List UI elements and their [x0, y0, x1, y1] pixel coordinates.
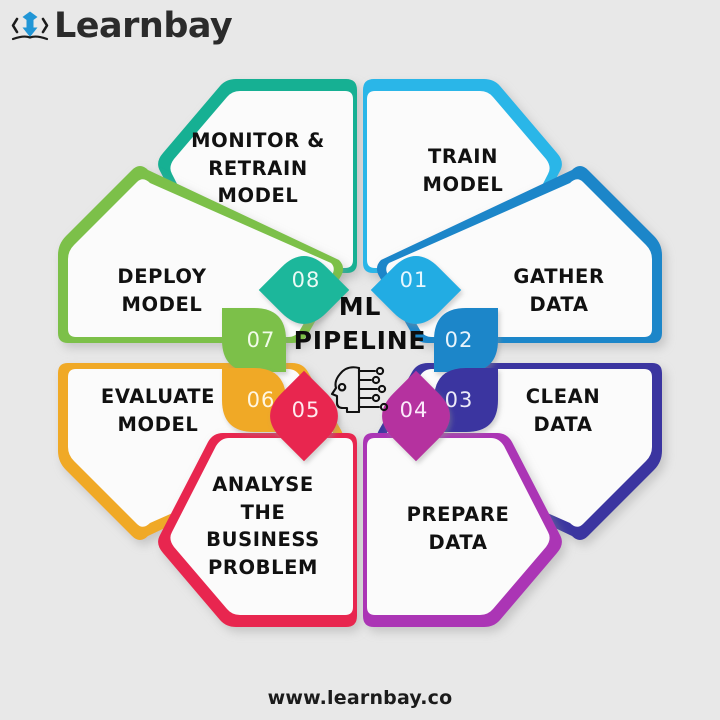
badge-06-number: 06 [246, 388, 276, 412]
brand-header: Learnbay [10, 4, 233, 48]
badge-07[interactable] [222, 308, 286, 372]
ai-head-circuit-icon [330, 366, 389, 414]
petal-05-analyse-business-problem[interactable] [158, 433, 357, 627]
badge-07-number: 07 [246, 328, 276, 352]
badge-05[interactable] [259, 370, 350, 462]
wheel-shapes [58, 79, 662, 627]
badge-04[interactable] [371, 370, 462, 462]
badge-03-number: 03 [444, 388, 474, 412]
center-title-line-2: PIPELINE [293, 325, 427, 355]
center-title-line-1: ML [338, 292, 382, 321]
learnbay-arrow-logo-icon [11, 11, 49, 41]
wheel-center: ML PIPELINE [255, 290, 465, 416]
ai-head-circuit-icon-wrap [255, 362, 465, 416]
ml-pipeline-wheel: 08 01 07 02 06 03 05 04 MONITOR & RETRAI… [40, 43, 680, 663]
badge-08[interactable] [258, 245, 350, 336]
badge-04-number: 04 [399, 398, 429, 422]
badge-01[interactable] [370, 245, 462, 336]
badge-03[interactable] [434, 368, 498, 432]
brand-wordmark: Learnbay [54, 5, 233, 46]
footer-website[interactable]: www.learnbay.co [267, 687, 453, 709]
badge-05-number: 05 [291, 398, 321, 422]
center-title: ML PIPELINE [255, 290, 465, 357]
badge-06[interactable] [222, 368, 286, 432]
badge-02[interactable] [434, 308, 498, 372]
petal-04-prepare-data[interactable] [363, 433, 562, 627]
badge-02-number: 02 [444, 328, 474, 352]
badge-01-number: 01 [399, 268, 429, 292]
badge-08-number: 08 [291, 268, 321, 292]
